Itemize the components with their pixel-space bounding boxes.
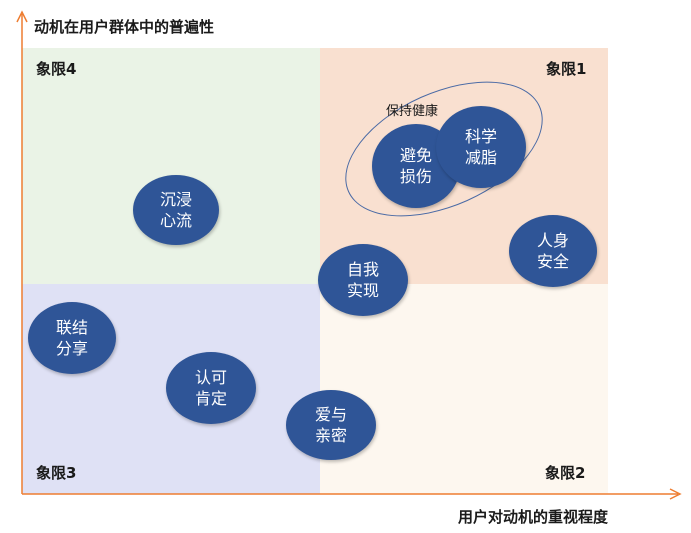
bubble-flow-label: 沉浸 心流 [159,190,192,230]
quadrant-4-label: 象限4 [36,60,77,78]
bubble-personal-safety-label: 人身 安全 [536,231,569,271]
bubble-recognition-label: 认可 肯定 [194,368,227,408]
bubble-self-actualization-label: 自我 实现 [346,260,379,300]
bubble-love-intimacy-label: 爱与 亲密 [314,405,347,445]
bubble-science-fat-loss-label: 科学 减脂 [464,127,497,167]
bubble-flow: 沉浸 心流 [133,175,219,245]
y-axis-arrow [16,10,28,23]
quadrant-1-label: 象限1 [546,60,587,78]
bubble-science-fat-loss: 科学 减脂 [436,106,526,188]
bubble-self-actualization: 自我 实现 [318,244,408,316]
bubble-personal-safety: 人身 安全 [509,215,597,287]
bubble-connect-share: 联结 分享 [28,302,116,374]
quadrant-2 [320,284,608,494]
x-axis-arrow [669,488,682,500]
quadrant-2-label: 象限2 [545,464,586,482]
bubble-avoid-injury-label: 避免 损伤 [399,146,432,186]
bubble-recognition: 认可 肯定 [166,352,256,424]
bubble-love-intimacy: 爱与 亲密 [286,390,376,460]
bubble-connect-share-label: 联结 分享 [55,318,88,358]
quadrant-3-label: 象限3 [36,464,77,482]
health-group-label: 保持健康 [386,104,439,119]
y-axis-title: 动机在用户群体中的普遍性 [34,18,215,36]
x-axis-title: 用户对动机的重视程度 [458,508,609,526]
